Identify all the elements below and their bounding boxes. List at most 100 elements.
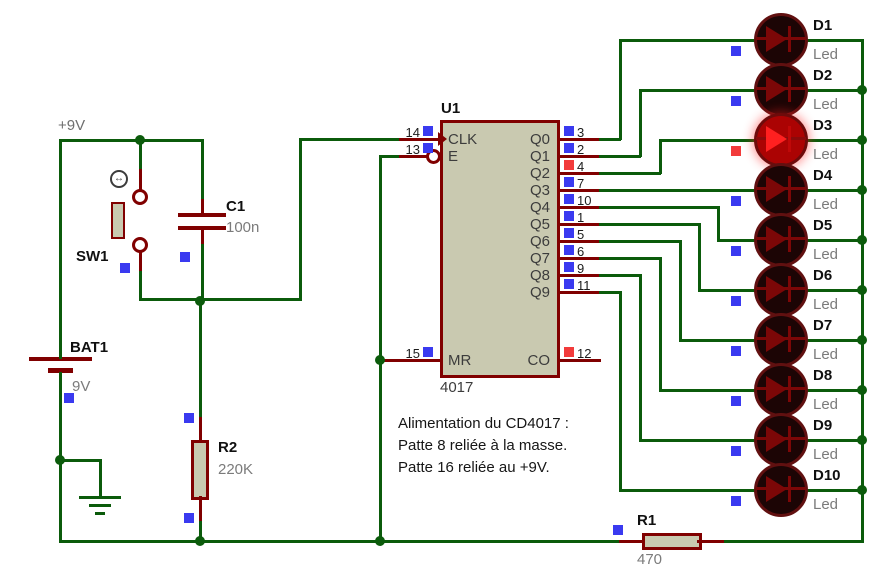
pin-stub-q4 xyxy=(559,206,601,209)
led-d2[interactable] xyxy=(754,63,808,117)
diode-cathode-bar-icon xyxy=(788,76,791,102)
wire xyxy=(199,300,202,419)
wire xyxy=(804,239,863,242)
ic-pin-label-clk: CLK xyxy=(448,131,478,148)
led-ref-label: D1 xyxy=(813,17,833,34)
junction-dot xyxy=(195,536,205,546)
wire xyxy=(804,339,863,342)
switch-ref-label: SW1 xyxy=(76,248,109,265)
pin-number-q3: 7 xyxy=(577,176,585,191)
diode-triangle-icon xyxy=(766,276,787,302)
pin-state-indicator xyxy=(564,262,574,272)
led-value-label: Led xyxy=(813,96,839,113)
led-d5[interactable] xyxy=(754,213,808,267)
pin-state-indicator xyxy=(120,263,130,273)
ic-pin-label-q5: Q5 xyxy=(529,216,550,233)
led-d7[interactable] xyxy=(754,313,808,367)
wire xyxy=(698,289,758,292)
ic-pin-label-q3: Q3 xyxy=(529,182,550,199)
junction-dot xyxy=(135,135,145,145)
wire xyxy=(199,519,202,543)
diode-cathode-bar-icon xyxy=(788,326,791,352)
pin-state-indicator xyxy=(731,296,741,306)
led-d3[interactable] xyxy=(754,113,808,167)
led-ref-label: D6 xyxy=(813,267,833,284)
pin-number-q6: 5 xyxy=(577,227,585,242)
diode-cathode-bar-icon xyxy=(788,276,791,302)
wire xyxy=(804,189,863,192)
ic-4017-body[interactable] xyxy=(440,120,560,378)
diode-cathode-bar-icon xyxy=(788,26,791,52)
junction-dot xyxy=(857,435,867,445)
pin-stub-q6 xyxy=(559,240,601,243)
pin-state-indicator xyxy=(731,196,741,206)
pin-state-indicator xyxy=(731,146,741,156)
wire xyxy=(139,139,142,171)
led-d6[interactable] xyxy=(754,263,808,317)
wire xyxy=(659,139,758,142)
diode-triangle-icon xyxy=(766,176,787,202)
led-d9[interactable] xyxy=(754,413,808,467)
pin-state-indicator xyxy=(731,496,741,506)
led-d8[interactable] xyxy=(754,363,808,417)
switch-button[interactable] xyxy=(111,202,125,239)
wire xyxy=(399,138,441,141)
diode-triangle-icon xyxy=(766,426,787,452)
pin-number-clk: 14 xyxy=(405,125,420,140)
diode-triangle-icon xyxy=(766,26,787,52)
junction-dot xyxy=(55,455,65,465)
junction-dot xyxy=(857,335,867,345)
wire xyxy=(804,289,863,292)
ic-pin-label-q1: Q1 xyxy=(529,148,550,165)
wire xyxy=(59,139,62,359)
switch-actuator-icon[interactable]: ↔ xyxy=(110,170,128,188)
diode-cathode-bar-icon xyxy=(788,476,791,502)
led-d1[interactable] xyxy=(754,13,808,67)
pin-number-q7: 6 xyxy=(577,244,585,259)
resistor-r1-body[interactable] xyxy=(642,533,702,550)
diode-cathode-bar-icon xyxy=(788,176,791,202)
wire xyxy=(804,89,863,92)
led-value-label: Led xyxy=(813,46,839,63)
pin-state-indicator xyxy=(564,194,574,204)
wire xyxy=(599,240,681,243)
pin-state-indicator xyxy=(731,396,741,406)
pin-state-indicator xyxy=(564,347,574,357)
led-value-label: Led xyxy=(813,146,839,163)
wire xyxy=(804,139,863,142)
junction-dot xyxy=(857,285,867,295)
pin-state-indicator xyxy=(184,513,194,523)
wire xyxy=(619,540,645,543)
battery-positive-plate[interactable] xyxy=(29,357,92,361)
led-value-label: Led xyxy=(813,196,839,213)
wire xyxy=(379,359,441,362)
led-d4[interactable] xyxy=(754,163,808,217)
pin-state-indicator xyxy=(564,228,574,238)
wire xyxy=(139,251,142,271)
ic-pin-label-q9: Q9 xyxy=(529,284,550,301)
r1-ref-label: R1 xyxy=(637,512,657,529)
junction-dot xyxy=(857,385,867,395)
ic-pin-label-q0: Q0 xyxy=(529,131,550,148)
pin-stub-co xyxy=(559,359,601,362)
switch-contact-top xyxy=(132,189,148,205)
pin-stub-q7 xyxy=(559,257,601,260)
pin-number-q4: 10 xyxy=(577,193,592,208)
note-line: Patte 8 reliée à la masse. xyxy=(398,437,568,454)
led-d10[interactable] xyxy=(754,463,808,517)
pin-state-indicator xyxy=(731,346,741,356)
wire xyxy=(804,39,863,42)
capacitor-plate-top[interactable] xyxy=(178,213,226,217)
battery-negative-plate[interactable] xyxy=(48,368,73,373)
wire xyxy=(619,39,758,42)
wire xyxy=(599,172,661,175)
battery-ref-label: BAT1 xyxy=(70,339,109,356)
resistor-r2-body[interactable] xyxy=(191,440,209,500)
pin-stub-q3 xyxy=(559,189,601,192)
diode-triangle-icon xyxy=(766,376,787,402)
wire xyxy=(79,496,121,499)
diode-cathode-bar-icon xyxy=(788,426,791,452)
pin-state-indicator xyxy=(731,446,741,456)
pin-state-indicator xyxy=(423,347,433,357)
